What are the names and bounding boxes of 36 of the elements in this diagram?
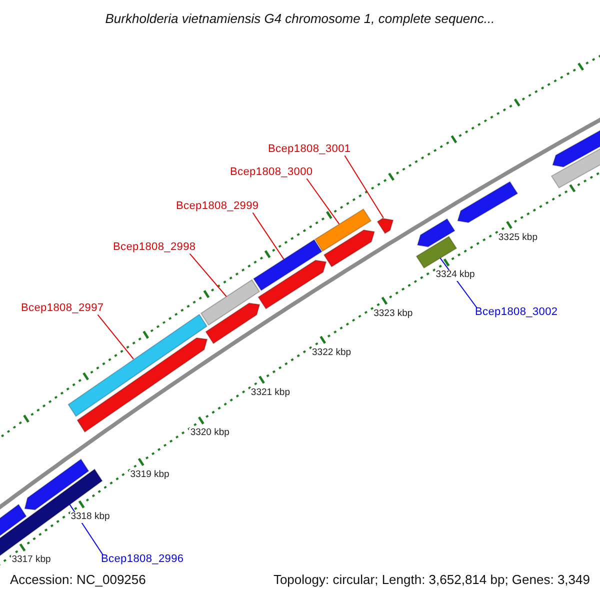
gene-label: Bcep1808_2998 [113, 241, 196, 254]
gene-bar [24, 458, 90, 510]
scale-label: 3320 kbp [189, 428, 230, 440]
gene-bar [457, 181, 518, 224]
gene-label: Bcep1808_2996 [101, 553, 184, 566]
footer-text: Topology: circular; Length: 3,652,814 bp; Genes: 3,349 [273, 573, 590, 588]
gene-label: Bcep1808_3002 [475, 306, 558, 319]
gene-bar [323, 229, 376, 268]
gene-bar [68, 314, 208, 417]
scale-label: 3321 kbp [250, 388, 291, 399]
scale-label: 3322 kbp [311, 348, 352, 359]
gene-bar [200, 279, 260, 326]
scale-label: 3317 kbp [10, 555, 52, 566]
scale-label: 3325 kbp [497, 232, 538, 244]
scale-label: 3323 kbp [372, 308, 414, 320]
gene-label: Bcep1808_2999 [176, 200, 259, 213]
leader-line [189, 253, 227, 297]
gene-label: Bcep1808_3001 [268, 143, 351, 156]
gene-label: Bcep1808_3000 [230, 166, 313, 179]
leader-line [344, 155, 384, 218]
title: Burkholderia vietnamiensis G4 chromosome 1, complete sequenc... [104, 12, 496, 27]
gene-bar [416, 236, 458, 269]
gene-bar [205, 302, 260, 344]
gene-bar [314, 208, 372, 252]
scale-label: 3318 kbp [70, 512, 111, 524]
leader-line [252, 212, 284, 260]
gene-label: Bcep1808_2997 [21, 302, 104, 315]
scale-label: 3324 kbp [434, 270, 476, 282]
gene-bar [252, 239, 322, 292]
leader-line [97, 314, 134, 360]
gene-bar [376, 218, 394, 234]
gene-bar [416, 218, 456, 248]
gene-bar [258, 260, 327, 310]
leader-line [306, 178, 340, 225]
footer-text: Accession: NC_009256 [10, 573, 146, 588]
scale-label: 3319 kbp [129, 470, 170, 481]
